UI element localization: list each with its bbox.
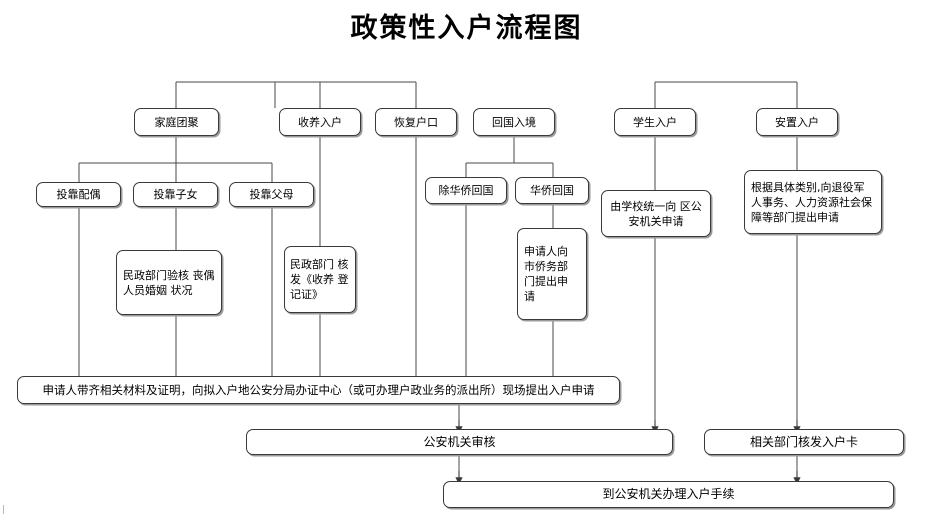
node-overseas-return[interactable]: 华侨回国: [515, 177, 589, 204]
veteran-apply-line2: 人事务、人力资源社会保: [751, 195, 872, 209]
node-family-reunion[interactable]: 家庭团聚: [134, 108, 219, 136]
civil-verify-line3: 状况: [170, 283, 193, 297]
page-corner-mark: [3, 505, 4, 514]
node-spouse[interactable]: 投靠配偶: [36, 182, 121, 207]
civil-cert-line2: 核发《收养: [290, 258, 349, 286]
node-final-step[interactable]: 到公安机关办理入户手续: [443, 481, 894, 508]
overseas-apply-line4: 请: [524, 290, 535, 303]
node-resettlement[interactable]: 安置入户: [756, 108, 838, 136]
civil-verify-line2: 丧偶人员婚姻: [123, 268, 215, 297]
node-overseas-affairs-apply[interactable]: 申请人向 市侨务部 门提出申 请: [517, 228, 587, 320]
civil-cert-line1: 民政部门: [290, 258, 334, 271]
overseas-apply-line3: 门提出申: [524, 275, 568, 288]
page-title: 政策性入户流程图: [350, 13, 583, 44]
school-apply-line1: 由学校统一向: [610, 199, 677, 213]
node-school-apply[interactable]: 由学校统一向 区公安机关申请: [601, 190, 711, 237]
node-onsite-apply[interactable]: 申请人带齐相关材料及证明，向拟入户地公安分局办证中心（或可办理户政业务的派出所）…: [17, 376, 620, 404]
civil-cert-line3: 登记证》: [290, 273, 349, 301]
civil-verify-line1: 民政部门验核: [123, 268, 189, 282]
node-adoption[interactable]: 收养入户: [279, 108, 361, 136]
node-police-review[interactable]: 公安机关审核: [246, 429, 673, 455]
veteran-apply-line3: 障等部门提出申请: [751, 210, 839, 224]
node-veteran-apply[interactable]: 根据具体类别,向退役军 人事务、人力资源社会保 障等部门提出申请: [744, 170, 882, 234]
overseas-apply-line1: 申请人向: [524, 245, 568, 258]
overseas-apply-line2: 市侨务部: [524, 260, 568, 273]
veteran-apply-line1: 根据具体类别,向退役军: [751, 180, 865, 194]
node-restore-hukou[interactable]: 恢复户口: [375, 108, 457, 136]
school-apply-line2: 区公安机关申请: [628, 199, 702, 228]
node-civil-affairs-verify[interactable]: 民政部门验核 丧偶人员婚姻 状况: [116, 250, 222, 315]
node-student[interactable]: 学生入户: [614, 108, 696, 136]
node-children[interactable]: 投靠子女: [133, 182, 218, 207]
node-department-issue-card[interactable]: 相关部门核发入户卡: [704, 429, 904, 455]
node-return-entry[interactable]: 回国入境: [473, 108, 555, 136]
node-civil-affairs-cert[interactable]: 民政部门 核发《收养 登记证》: [284, 246, 356, 313]
node-non-overseas-return[interactable]: 除华侨回国: [425, 177, 507, 204]
node-parents[interactable]: 投靠父母: [229, 182, 314, 207]
